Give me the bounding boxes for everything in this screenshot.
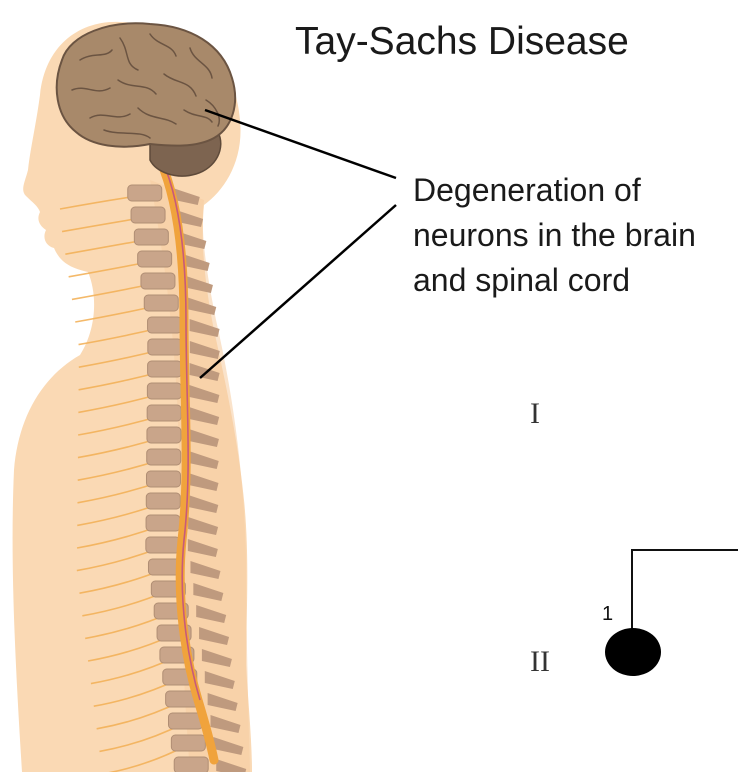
callout-line-3: and spinal cord [413,258,738,303]
vertebra [146,515,180,531]
vertebra [174,757,208,772]
vertebra [147,449,181,465]
vertebra [131,207,165,223]
vertebra [168,713,202,729]
brain [57,23,235,146]
individual-number: 1 [602,603,613,626]
vertebra [141,273,175,289]
vertebra [171,735,205,751]
vertebra [148,361,182,377]
vertebra [138,251,172,267]
generation-label-2: II [530,645,550,679]
vertebra [128,185,162,201]
vertebra [147,405,181,421]
vertebra [146,471,180,487]
vertebra [147,383,181,399]
callout-text: Degeneration of neurons in the brain and… [413,168,738,303]
generation-label-1: I [530,397,540,431]
pointer-line-spine [200,205,396,378]
affected-individual-symbol [605,628,661,676]
vertebra [147,427,181,443]
vertebra [134,229,168,245]
vertebra [146,537,180,553]
page-title: Tay-Sachs Disease [295,20,629,64]
vertebra [144,295,178,311]
callout-line-2: neurons in the brain [413,213,738,258]
vertebra [148,339,182,355]
callout-line-1: Degeneration of [413,168,738,213]
vertebra [148,317,182,333]
vertebra [146,493,180,509]
